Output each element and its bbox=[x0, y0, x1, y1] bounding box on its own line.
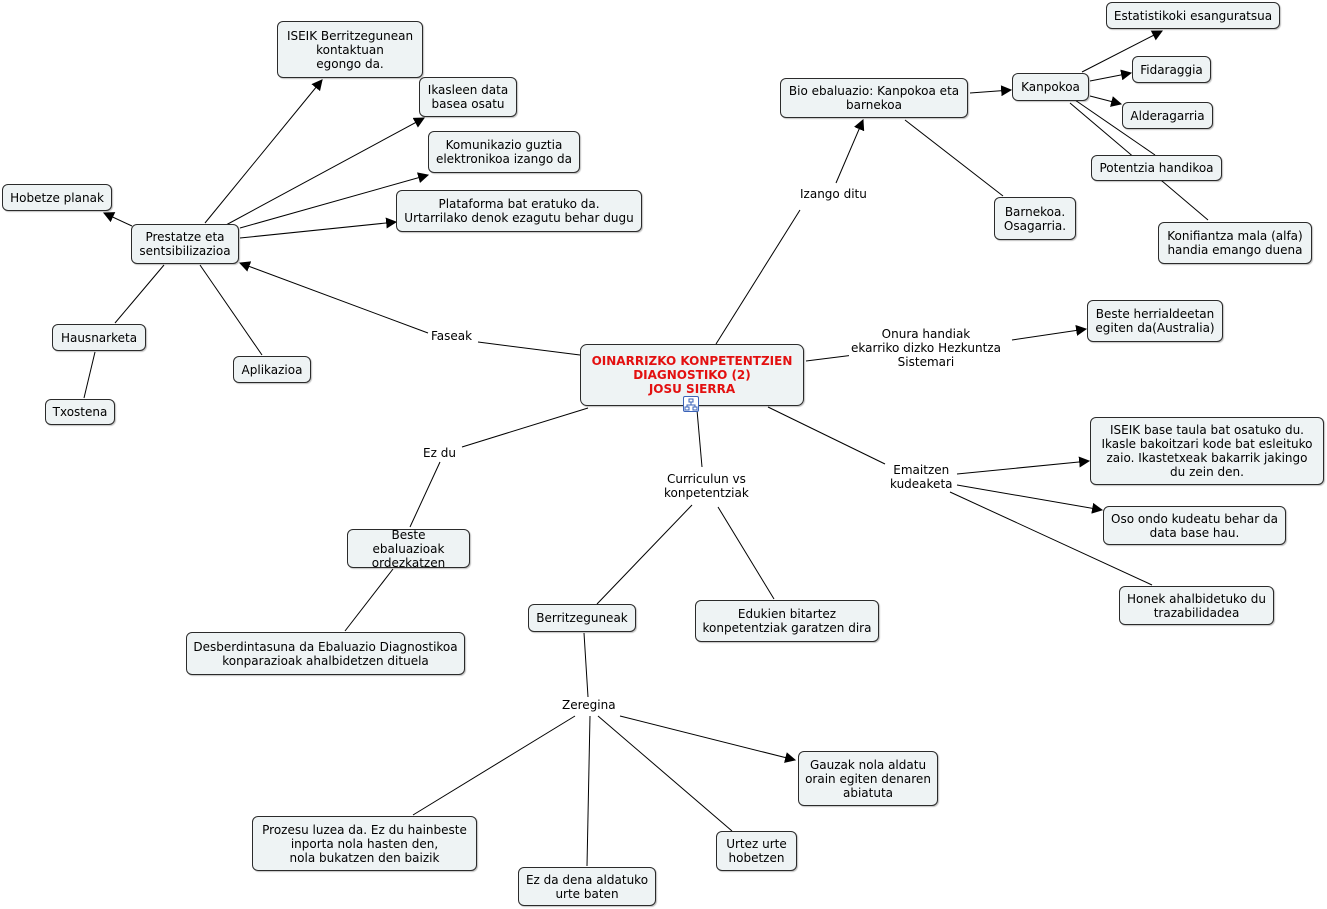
node-iseik-kontaktuan[interactable]: ISEIK Berritzegunean kontaktuan egongo d… bbox=[277, 21, 423, 78]
edge-emaitzen-oso bbox=[956, 484, 1104, 514]
node-plataforma[interactable]: Plataforma bat eratuko da. Urtarrilako d… bbox=[396, 190, 642, 232]
node-fidaraggia[interactable]: Fidaraggia bbox=[1132, 56, 1211, 83]
edge-ezdu-beste bbox=[409, 461, 441, 528]
edge-main-ezdu bbox=[461, 407, 589, 448]
node-urtez[interactable]: Urtez urte hobetzen bbox=[716, 831, 797, 871]
edge-bio-kanpokoa bbox=[969, 85, 1013, 97]
link-label-emaitzen: Emaitzen kudeaketa bbox=[888, 463, 955, 491]
node-iseik-base[interactable]: ISEIK base taula bat osatuko du. Ikasle … bbox=[1090, 417, 1324, 485]
node-honek[interactable]: Honek ahalbidetuko du trazabilidadea bbox=[1119, 586, 1274, 625]
edge-berritzeguneak-zeregina bbox=[583, 632, 589, 698]
node-prozesu[interactable]: Prozesu luzea da. Ez du hainbeste inport… bbox=[252, 816, 477, 871]
node-aplikazioa[interactable]: Aplikazioa bbox=[233, 356, 311, 383]
edge-zeregina-ezda bbox=[586, 715, 591, 867]
main-concept[interactable]: OINARRIZKO KONPETENTZIEN DIAGNOSTIKO (2)… bbox=[580, 344, 804, 406]
node-hausnarketa[interactable]: Hausnarketa bbox=[52, 324, 146, 351]
edge-zeregina-urtez bbox=[597, 715, 733, 832]
edge-prestatze-iseik bbox=[204, 79, 323, 224]
edge-main-faseak bbox=[477, 341, 581, 356]
edge-faseak-prestatze bbox=[238, 261, 429, 334]
node-oso-ondo[interactable]: Oso ondo kudeatu behar da data base hau. bbox=[1103, 506, 1286, 545]
edge-prestatze-hausnarketa bbox=[114, 264, 165, 324]
node-komunikazio[interactable]: Komunikazio guztia elektronikoa izango d… bbox=[428, 131, 580, 173]
node-estatistikoki[interactable]: Estatistikoki esanguratsua bbox=[1106, 2, 1280, 29]
edge-bio-barnekoa bbox=[904, 119, 1004, 197]
node-berritzeguneak[interactable]: Berritzeguneak bbox=[528, 604, 636, 632]
link-label-zeregina: Zeregina bbox=[560, 698, 618, 712]
node-ez-da-dena[interactable]: Ez da dena aldatuko urte baten bbox=[518, 867, 656, 906]
node-hobetze-planak[interactable]: Hobetze planak bbox=[2, 184, 112, 211]
edge-prestatze-ikasleen bbox=[225, 117, 425, 226]
edge-kanpokoa-alderagarria bbox=[1089, 95, 1123, 107]
node-edukien[interactable]: Edukien bitartez konpetentziak garatzen … bbox=[695, 600, 879, 642]
edge-main-izango bbox=[715, 209, 801, 345]
edge-main-emaitzen bbox=[767, 406, 886, 465]
edge-zeregina-prozesu bbox=[412, 715, 576, 816]
edge-main-curriculun bbox=[696, 409, 703, 468]
node-alderagarria[interactable]: Alderagarria bbox=[1122, 102, 1213, 129]
node-desberdintasuna[interactable]: Desberdintasuna da Ebaluazio Diagnostiko… bbox=[186, 632, 465, 675]
node-potentzia[interactable]: Potentzia handikoa bbox=[1091, 155, 1222, 181]
link-label-curriculun: Curriculun vs konpetentziak bbox=[662, 472, 751, 500]
edge-prestatze-hobetze bbox=[103, 212, 133, 227]
edge-emaitzen-honek bbox=[949, 491, 1153, 586]
concept-map-icon[interactable] bbox=[683, 396, 699, 412]
link-label-izango-ditu: Izango ditu bbox=[798, 187, 869, 201]
edge-kanpokoa-estatistikoki bbox=[1081, 30, 1163, 73]
edge-beste-desberdintasuna bbox=[344, 568, 394, 632]
edge-prestatze-aplikazioa bbox=[199, 264, 263, 356]
node-konifiantza[interactable]: Konifiantza mala (alfa) handia emango du… bbox=[1158, 222, 1312, 264]
edge-zeregina-gauzak bbox=[619, 715, 797, 763]
link-label-onura: Onura handiak ekarriko dizko Hezkuntza S… bbox=[849, 327, 1003, 369]
edge-emaitzen-iseik bbox=[956, 456, 1091, 475]
edge-prestatze-plataforma bbox=[239, 217, 398, 239]
link-label-faseak: Faseak bbox=[429, 329, 475, 343]
edge-onura-beste bbox=[1011, 325, 1088, 341]
edge-curriculun-berritzeguneak bbox=[596, 504, 693, 605]
node-beste-ebaluazioak[interactable]: Beste ebaluazioak ordezkatzen bbox=[347, 528, 470, 570]
node-bio-ebaluazio[interactable]: Bio ebaluazio: Kanpokoa eta barnekoa bbox=[780, 78, 968, 118]
edge-curriculun-edukien bbox=[717, 506, 775, 600]
edge-kanpokoa-fidaraggia bbox=[1089, 69, 1133, 82]
node-beste-herrialdeetan[interactable]: Beste herrialdeetan egiten da(Australia) bbox=[1087, 300, 1223, 342]
node-gauzak[interactable]: Gauzak nola aldatu orain egiten denaren … bbox=[798, 751, 938, 806]
node-txostena[interactable]: Txostena bbox=[45, 399, 115, 425]
edge-kanpokoa-potentzia bbox=[1074, 99, 1156, 156]
edge-prestatze-komunikazio bbox=[239, 172, 430, 229]
edge-izango-bio bbox=[835, 118, 865, 184]
node-barnekoa[interactable]: Barnekoa. Osagarria. bbox=[994, 197, 1076, 240]
edge-hausnarketa-txostena bbox=[83, 351, 96, 399]
link-label-ez-du: Ez du bbox=[421, 446, 458, 460]
node-ikasleen-data[interactable]: Ikasleen data basea osatu bbox=[419, 77, 517, 117]
node-prestatze[interactable]: Prestatze eta sentsibilizazioa bbox=[131, 224, 239, 264]
node-kanpokoa[interactable]: Kanpokoa bbox=[1012, 73, 1089, 101]
